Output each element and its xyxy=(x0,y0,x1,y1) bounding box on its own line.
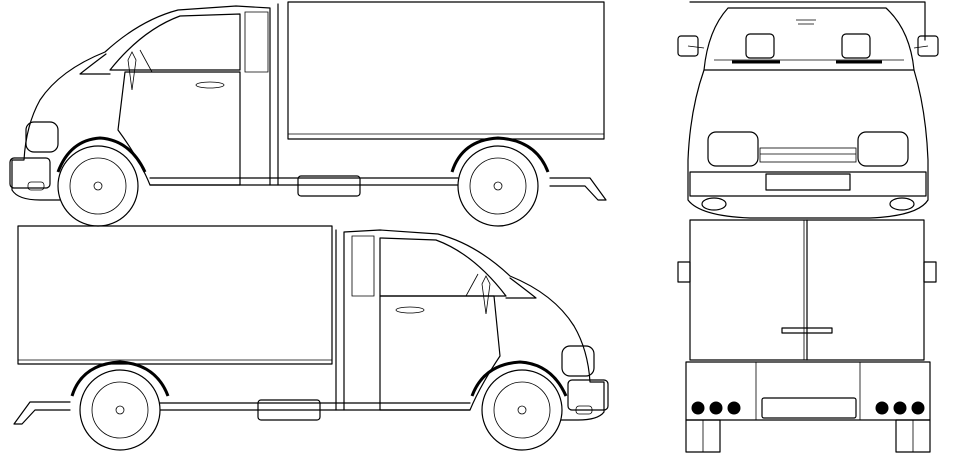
left-tail-light-2 xyxy=(709,401,723,415)
rear-license-plate xyxy=(761,397,857,419)
front-wheel-hub xyxy=(93,181,103,191)
front-bumper xyxy=(689,171,927,197)
license-plate xyxy=(765,173,851,191)
rear-wheel-arch xyxy=(70,360,170,397)
rear-wheel-arch xyxy=(450,136,550,173)
cargo-box-top-outline xyxy=(689,1,926,41)
rear-tow-bar xyxy=(549,177,607,201)
door-window xyxy=(379,237,507,297)
left-headrest xyxy=(745,33,775,59)
front-wheel-arch xyxy=(470,360,568,397)
left-fog-light xyxy=(701,197,727,211)
rear-quarter-window xyxy=(351,235,375,297)
right-rear-mirror xyxy=(923,261,937,283)
left-mirror xyxy=(677,35,699,57)
front-wheel-hub xyxy=(517,405,527,415)
right-side-view xyxy=(13,225,609,451)
left-tail-light-1 xyxy=(691,401,705,415)
right-mirror xyxy=(917,35,939,57)
right-fog-light xyxy=(889,197,915,211)
fuel-tank xyxy=(297,175,361,197)
steering-wheel-line xyxy=(465,273,479,297)
front-wheel-rim xyxy=(69,157,127,215)
headlight xyxy=(561,345,595,377)
rear-panel xyxy=(685,361,931,421)
right-headrest xyxy=(841,33,871,59)
rear-quarter-window xyxy=(244,11,269,73)
fuel-tank xyxy=(257,399,321,421)
cargo-box xyxy=(287,1,605,140)
fog-light xyxy=(27,181,45,191)
right-headlight xyxy=(857,131,909,167)
grille xyxy=(759,147,857,163)
front-door xyxy=(379,295,501,411)
rear-tow-bar xyxy=(13,401,71,425)
front-wheel-rim xyxy=(493,381,551,439)
right-mirror-arm xyxy=(913,45,929,49)
front-body xyxy=(687,69,929,219)
left-headlight xyxy=(707,131,759,167)
fog-light xyxy=(575,405,593,415)
cab-body xyxy=(11,5,271,201)
rear-wheel-hub xyxy=(493,181,503,191)
cargo-box xyxy=(17,225,333,365)
left-tail-light-3 xyxy=(727,401,741,415)
front-bumper xyxy=(9,157,51,189)
door-window xyxy=(109,13,241,71)
side-mirror xyxy=(481,275,491,315)
rear-wheel-rim xyxy=(469,157,527,215)
right-tail-light-3 xyxy=(911,401,925,415)
left-rear-mirror xyxy=(677,261,691,283)
door-handle xyxy=(395,306,425,314)
door-handle xyxy=(195,81,225,89)
right-tail-light-2 xyxy=(893,401,907,415)
rear-wheel-rim xyxy=(91,381,149,439)
front-bumper xyxy=(567,379,609,411)
rear-view xyxy=(677,219,937,453)
rear-view-mirror xyxy=(796,19,816,25)
side-mirror xyxy=(127,51,137,91)
left-side-view xyxy=(9,1,607,227)
door-handle-bar xyxy=(781,327,833,334)
front-door xyxy=(117,71,241,186)
left-mirror-arm xyxy=(687,45,705,49)
front-view xyxy=(677,1,939,219)
steering-wheel-line xyxy=(139,49,153,73)
windshield-edge xyxy=(505,277,537,299)
rear-wheel-hub xyxy=(115,405,125,415)
front-wheel-arch xyxy=(56,136,147,173)
headlight xyxy=(25,121,59,153)
right-tail-light-1 xyxy=(875,401,889,415)
cab-body xyxy=(343,229,605,421)
windshield-edge xyxy=(79,53,111,75)
